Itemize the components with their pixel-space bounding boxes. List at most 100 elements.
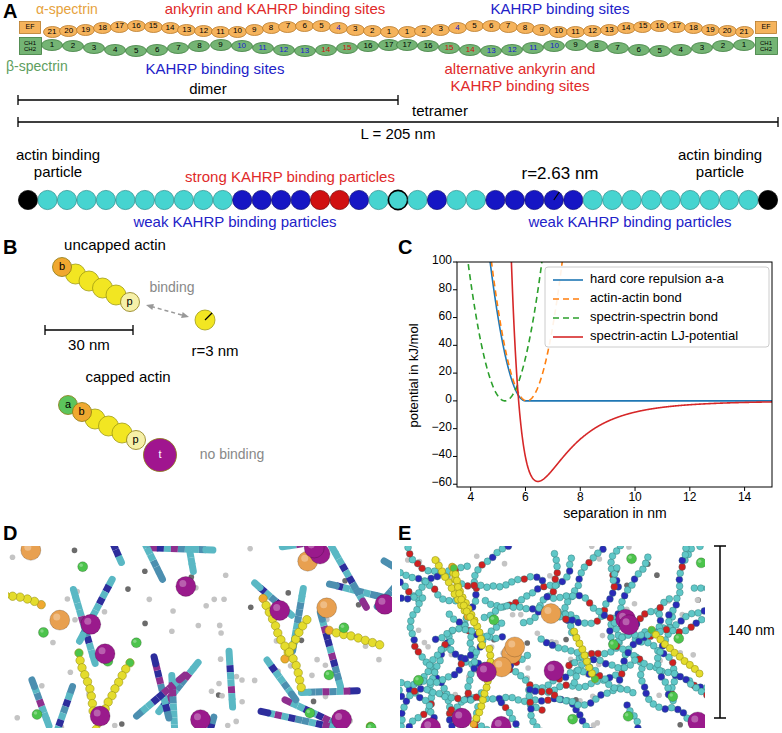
spectrin-segment bbox=[350, 687, 357, 694]
dimension: r=2.63 nm bbox=[522, 164, 599, 184]
domain-shape bbox=[460, 45, 481, 56]
spectrin-particle bbox=[521, 576, 528, 583]
actin-particle bbox=[483, 684, 490, 691]
domain-shape bbox=[120, 293, 139, 312]
spectrin-segment bbox=[302, 589, 303, 596]
spectrin-particle bbox=[656, 667, 663, 674]
alpha-spectrin-repeat: 11 bbox=[566, 26, 585, 38]
curves bbox=[457, 262, 772, 481]
spectrin-particle bbox=[489, 695, 496, 702]
spectrin-segment bbox=[349, 577, 352, 583]
alpha-spectrin-repeat: 16 bbox=[127, 20, 146, 32]
chain-particle bbox=[447, 190, 466, 209]
node-text: 5 bbox=[658, 47, 662, 55]
alpha-spectrin-repeat: 21 bbox=[735, 26, 754, 38]
domain-shape bbox=[533, 25, 551, 36]
node-text: 13 bbox=[605, 26, 614, 34]
particle bbox=[221, 596, 227, 602]
spectrin-particle bbox=[581, 702, 588, 709]
spectrin-particle bbox=[400, 679, 405, 686]
spectrin-particle bbox=[411, 643, 418, 650]
spectrin-particle bbox=[590, 656, 597, 663]
chain-particle bbox=[525, 190, 544, 209]
spectrin-segment bbox=[178, 546, 185, 553]
node-text: 2 bbox=[71, 42, 75, 50]
spectrin-segment bbox=[229, 700, 236, 707]
domain-shape bbox=[449, 22, 467, 33]
spectrin-particle bbox=[704, 585, 705, 592]
domain-shape bbox=[701, 25, 719, 36]
domain-shape bbox=[126, 431, 145, 450]
alpha-spectrin-repeat: 2 bbox=[414, 25, 433, 37]
alpha-spectrin-repeat: 18 bbox=[684, 22, 703, 34]
ch-domain: CH1 CH2 bbox=[755, 37, 778, 55]
node-text: CH1 CH2 bbox=[756, 40, 776, 53]
spectrin-segment bbox=[159, 677, 161, 684]
spectrin-particle bbox=[671, 678, 678, 685]
tick bbox=[453, 262, 457, 263]
panel-letter: C bbox=[398, 236, 412, 259]
spectrin-segment bbox=[275, 714, 282, 716]
alpha-spectrin-repeat: 9 bbox=[532, 24, 551, 36]
domain-shape bbox=[418, 41, 439, 52]
spectrin-particle bbox=[462, 626, 469, 633]
spectrin-particle bbox=[552, 582, 559, 589]
spectrin-particle bbox=[498, 620, 505, 627]
spectrin-particle bbox=[464, 583, 471, 590]
particle bbox=[218, 630, 224, 636]
actin-particle bbox=[452, 571, 459, 578]
spectrin-particle bbox=[568, 555, 575, 562]
particle bbox=[668, 692, 678, 702]
spectrin-particle bbox=[648, 608, 655, 615]
domain-shape bbox=[397, 40, 418, 51]
highlight bbox=[326, 672, 330, 676]
spectrin-segment bbox=[343, 587, 350, 589]
domain-shape bbox=[628, 45, 649, 56]
potential-curve bbox=[457, 262, 772, 401]
spectrin-segment bbox=[89, 643, 91, 650]
spectrin-particle bbox=[461, 696, 468, 703]
node-text: 15 bbox=[149, 22, 158, 30]
chain-particle bbox=[38, 190, 57, 209]
spectrin-segment bbox=[169, 684, 174, 689]
spectrin-particle bbox=[415, 575, 422, 582]
domain-shape bbox=[94, 23, 112, 34]
spectrin-particle bbox=[556, 696, 563, 703]
domain-shape bbox=[465, 21, 483, 32]
node-text: EF bbox=[762, 23, 771, 30]
spectrin-segment bbox=[226, 651, 233, 658]
spectrin-particle bbox=[643, 690, 650, 697]
node-text: 1 bbox=[387, 28, 391, 36]
spectrin-segment bbox=[163, 689, 168, 694]
beta-spectrin-repeat: 9 bbox=[210, 39, 232, 51]
spectrin-particle bbox=[527, 699, 534, 706]
spectrin-particle bbox=[472, 591, 479, 598]
spectrin-particle bbox=[575, 619, 582, 626]
tick-label: 6 bbox=[522, 491, 529, 505]
node-text: 9 bbox=[540, 26, 544, 34]
node-text: 9 bbox=[218, 41, 222, 49]
dimension: r=3 nm bbox=[191, 342, 238, 359]
tick bbox=[453, 373, 457, 374]
tick bbox=[453, 345, 457, 346]
spectrin-segment bbox=[363, 592, 370, 594]
highlight bbox=[99, 647, 106, 654]
particle bbox=[525, 665, 531, 671]
domain-shape bbox=[651, 21, 669, 32]
particle bbox=[623, 711, 633, 721]
radius-line bbox=[554, 192, 560, 200]
spectrin-segment bbox=[328, 640, 330, 647]
node-text: 1 bbox=[742, 41, 746, 49]
actin-particle bbox=[486, 645, 493, 652]
highlight bbox=[24, 546, 31, 551]
domain-shape bbox=[670, 45, 691, 56]
spectrin-particle bbox=[665, 685, 672, 692]
highlight bbox=[94, 710, 101, 717]
spectrin-particle bbox=[608, 559, 615, 566]
spectrin-segment bbox=[192, 546, 199, 553]
spectrin-segment bbox=[261, 711, 268, 713]
spectrin-particle bbox=[465, 683, 472, 690]
node-text: 16 bbox=[424, 42, 433, 50]
spectrin-particle bbox=[504, 602, 511, 609]
spectrin-particle bbox=[438, 634, 445, 641]
